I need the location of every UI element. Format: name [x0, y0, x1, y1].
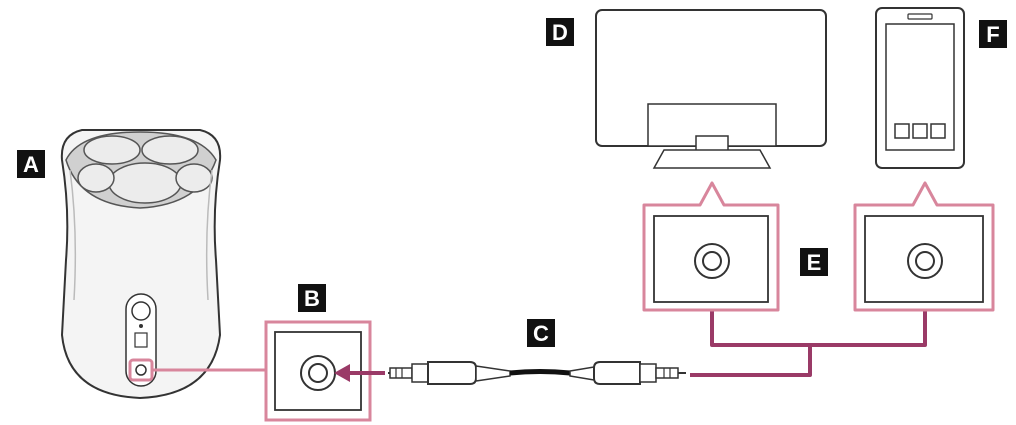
- label-d: D: [546, 18, 574, 46]
- connection-lines: [690, 290, 927, 377]
- phone-app-icons: [894, 123, 946, 139]
- usb-port-icon: [134, 332, 148, 348]
- label-e: E: [800, 248, 828, 276]
- smartphone: [875, 7, 965, 169]
- label-d-text: D: [552, 20, 568, 45]
- callout-phone-jack: [853, 181, 995, 312]
- label-e-text: E: [807, 250, 822, 275]
- cable-plug-right: [593, 361, 641, 385]
- arrow-into-jack-b: [334, 364, 350, 382]
- label-a-text: A: [23, 152, 39, 177]
- label-f-text: F: [986, 22, 999, 47]
- speaker-unit: [60, 129, 222, 400]
- cable-plug-left: [427, 361, 477, 385]
- speaker-drivers: [77, 135, 213, 204]
- label-c-text: C: [533, 321, 549, 346]
- phone-speaker-slot: [907, 13, 933, 20]
- label-c: C: [527, 319, 555, 347]
- cable-wire: [509, 369, 571, 376]
- label-b: B: [298, 284, 326, 312]
- label-a: A: [17, 150, 45, 178]
- tv: [595, 9, 827, 169]
- label-b-text: B: [304, 286, 320, 311]
- callout-tv-jack: [642, 181, 780, 312]
- power-button-icon: [131, 301, 151, 321]
- stereo-mini-cable: [334, 361, 686, 385]
- tv-stand-base: [652, 149, 772, 169]
- label-f: F: [979, 20, 1007, 48]
